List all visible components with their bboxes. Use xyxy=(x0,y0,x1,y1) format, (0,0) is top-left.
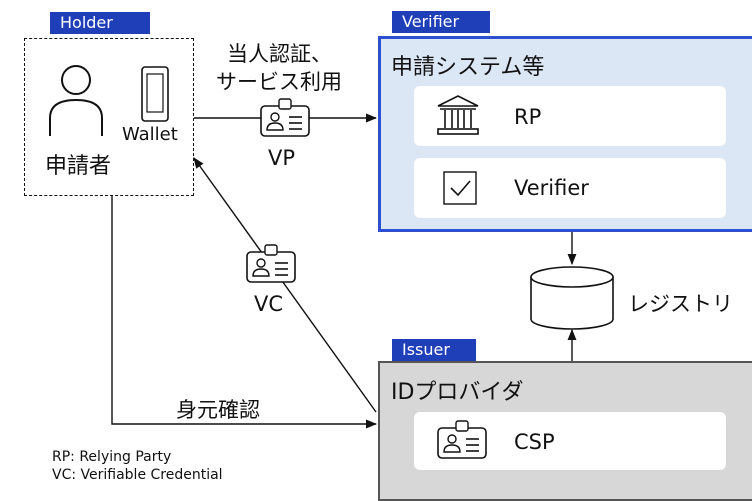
phone-icon xyxy=(141,66,169,122)
verifier-system-title: 申請システム等 xyxy=(391,55,545,80)
id-card-icon xyxy=(260,98,310,137)
id-card-icon xyxy=(437,420,487,459)
vp-label: VP xyxy=(268,146,296,170)
rp-card xyxy=(414,86,726,146)
person-icon xyxy=(49,65,103,136)
issuer-title: IDプロバイダ xyxy=(391,380,524,405)
vc-label: VC xyxy=(254,292,284,316)
identity-check-label: 身元確認 xyxy=(176,398,260,422)
verifier-label: Verifier xyxy=(514,176,589,200)
legend-rp: RP: Relying Party xyxy=(52,449,172,465)
legend-vc: VC: Verifiable Credential xyxy=(52,467,223,483)
id-card-icon xyxy=(246,244,296,283)
vc-arrow xyxy=(193,157,377,413)
verifier-tag: Verifier xyxy=(392,11,490,33)
bank-icon xyxy=(437,95,479,135)
wallet-label: Wallet xyxy=(122,124,178,145)
auth-label-line2: サービス利用 xyxy=(216,70,342,94)
rp-label: RP xyxy=(514,105,542,129)
csp-label: CSP xyxy=(514,430,555,454)
auth-label-line1: 当人認証、 xyxy=(227,42,332,66)
registry-label: レジストリ xyxy=(628,292,733,316)
database-icon xyxy=(530,266,614,330)
identity-check-arrow xyxy=(111,196,378,429)
applicant-label: 申請者 xyxy=(45,154,112,179)
holder-box xyxy=(24,38,194,196)
holder-tag: Holder xyxy=(50,12,150,34)
issuer-tag: Issuer xyxy=(392,339,476,361)
checkbox-icon xyxy=(443,171,477,205)
